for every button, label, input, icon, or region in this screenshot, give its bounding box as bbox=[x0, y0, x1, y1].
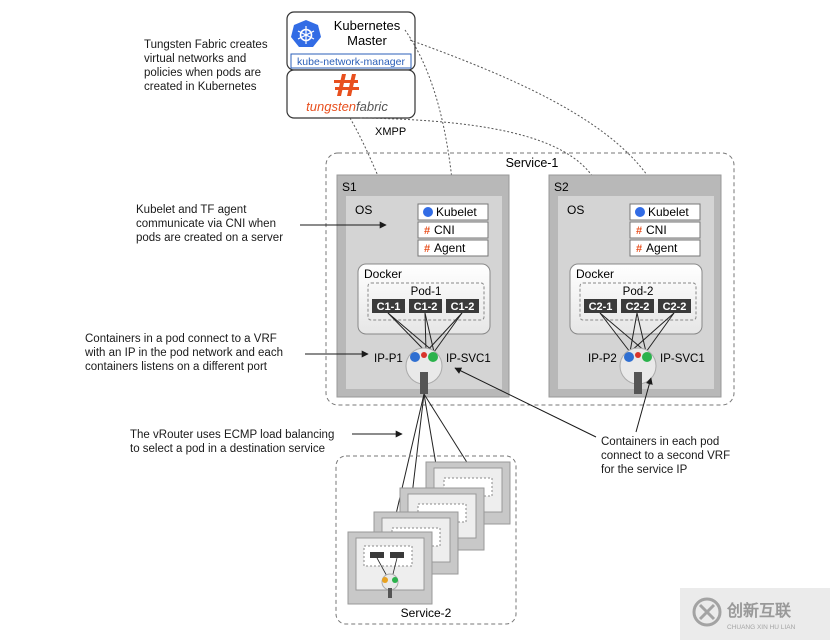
s2-pod-label: Pod-2 bbox=[623, 286, 654, 298]
chuangxin-logo-icon bbox=[692, 597, 722, 627]
master-title-line2: Master bbox=[347, 33, 387, 48]
annotation-line: communicate via CNI when bbox=[136, 218, 276, 230]
tungsten-fabric-wordmark: tungstenfabric bbox=[306, 99, 388, 114]
tungsten-fabric-controller: tungstenfabric bbox=[286, 69, 416, 119]
s2-container-links bbox=[599, 312, 675, 353]
container-chip: C1-2 bbox=[451, 301, 475, 313]
s1-agent-label: Agent bbox=[434, 241, 466, 255]
annotation-line: with an IP in the pod network and each bbox=[84, 347, 283, 359]
kube-network-manager-label: kube-network-manager bbox=[297, 56, 405, 68]
vrf-blue-icon bbox=[410, 352, 420, 362]
master-title-line1: Kubernetes bbox=[334, 18, 401, 33]
service-2-label: Service-2 bbox=[401, 606, 452, 620]
service-2-group: Service-2 bbox=[335, 455, 517, 625]
server-s1: S1 OS Kubelet # CNI # Agent Docker Pod-1… bbox=[336, 174, 510, 398]
s1-ip-pod: IP-P1 bbox=[374, 353, 403, 365]
s1-ip-svc: IP-SVC1 bbox=[446, 353, 491, 365]
annotation-line: Containers in a pod connect to a VRF bbox=[85, 333, 277, 345]
vrf-green-icon bbox=[642, 352, 652, 362]
service-2-server bbox=[347, 531, 433, 605]
s1-containers: C1-1 C1-2 C1-2 bbox=[372, 299, 479, 313]
annotation-line: policies when pods are bbox=[144, 67, 261, 79]
annotation-kubelet: Kubelet and TF agent communicate via CNI… bbox=[136, 204, 387, 244]
server-s2-os: OS bbox=[567, 203, 584, 217]
kubelet-icon bbox=[635, 207, 645, 217]
server-s2-name: S2 bbox=[554, 180, 569, 194]
s1-docker-label: Docker bbox=[364, 267, 402, 281]
container-chip: C2-1 bbox=[589, 301, 613, 313]
annotation-line: pods are created on a server bbox=[136, 232, 283, 244]
annotation-line: Kubelet and TF agent bbox=[136, 204, 247, 216]
s2-agent-label: Agent bbox=[646, 241, 678, 255]
annotation-line: The vRouter uses ECMP load balancing bbox=[130, 429, 334, 441]
s1-kubelet-label: Kubelet bbox=[436, 205, 477, 219]
s2-vrouter bbox=[619, 347, 657, 394]
xmpp-label: XMPP bbox=[375, 126, 406, 138]
vrf-green-icon bbox=[392, 577, 398, 583]
annotation-line: to select a pod in a destination service bbox=[130, 443, 325, 455]
cni-tf-icon: # bbox=[424, 225, 430, 237]
annotation-line: Containers in each pod bbox=[601, 436, 719, 448]
cni-tf-icon: # bbox=[636, 225, 642, 237]
s1-cni-label: CNI bbox=[434, 223, 455, 237]
service-1-label: Service-1 bbox=[506, 156, 559, 170]
annotation-line: virtual networks and bbox=[144, 53, 246, 65]
kubelet-icon bbox=[423, 207, 433, 217]
annotation-containers: Containers in a pod connect to a VRF wit… bbox=[84, 333, 369, 373]
vrf-red-icon bbox=[421, 352, 427, 358]
kubernetes-master: Kubernetes Master kube-network-manager bbox=[286, 11, 416, 71]
vrf-blue-icon bbox=[624, 352, 634, 362]
vrf-red-icon bbox=[635, 352, 641, 358]
container-chip: C2-2 bbox=[663, 301, 687, 313]
server-s1-name: S1 bbox=[342, 180, 357, 194]
vrf-green-icon bbox=[428, 352, 438, 362]
container-chip: C1-2 bbox=[414, 301, 438, 313]
vrf-orange-icon bbox=[382, 577, 388, 583]
annotation-line: Tungsten Fabric creates bbox=[144, 39, 268, 51]
container-chip: C1-1 bbox=[377, 301, 401, 313]
watermark-brand: 创新互联 bbox=[726, 601, 791, 620]
agent-tf-icon: # bbox=[636, 243, 642, 255]
annotation-vrouter: The vRouter uses ECMP load balancing to … bbox=[130, 429, 403, 455]
annotation-line: connect to a second VRF bbox=[601, 450, 730, 462]
s2-docker-label: Docker bbox=[576, 267, 614, 281]
s2-cni-label: CNI bbox=[646, 223, 667, 237]
server-s1-os: OS bbox=[355, 203, 372, 217]
annotation-tf: Tungsten Fabric creates virtual networks… bbox=[144, 39, 268, 93]
annotation-second-vrf: Containers in each pod connect to a seco… bbox=[454, 367, 730, 476]
s2-ip-svc: IP-SVC1 bbox=[660, 353, 705, 365]
kubernetes-icon bbox=[291, 20, 321, 47]
s2-kubelet-label: Kubelet bbox=[648, 205, 689, 219]
server-s2: S2 OS Kubelet # CNI # Agent Docker Pod-2… bbox=[548, 174, 722, 398]
watermark: 创新互联 CHUANG XIN HU LIAN bbox=[680, 588, 830, 640]
s2-ip-pod: IP-P2 bbox=[588, 353, 617, 365]
agent-tf-icon: # bbox=[424, 243, 430, 255]
container-chip: C2-2 bbox=[626, 301, 650, 313]
s1-pod-label: Pod-1 bbox=[411, 286, 442, 298]
s1-vrouter bbox=[405, 347, 443, 394]
annotation-line: for the service IP bbox=[601, 464, 688, 476]
watermark-sub: CHUANG XIN HU LIAN bbox=[727, 624, 796, 631]
s2-containers: C2-1 C2-2 C2-2 bbox=[584, 299, 691, 313]
tungsten-fabric-logo-icon bbox=[334, 74, 359, 96]
s1-container-links bbox=[387, 312, 463, 353]
annotation-line: containers listens on a different port bbox=[85, 361, 268, 373]
annotation-line: created in Kubernetes bbox=[144, 81, 257, 93]
